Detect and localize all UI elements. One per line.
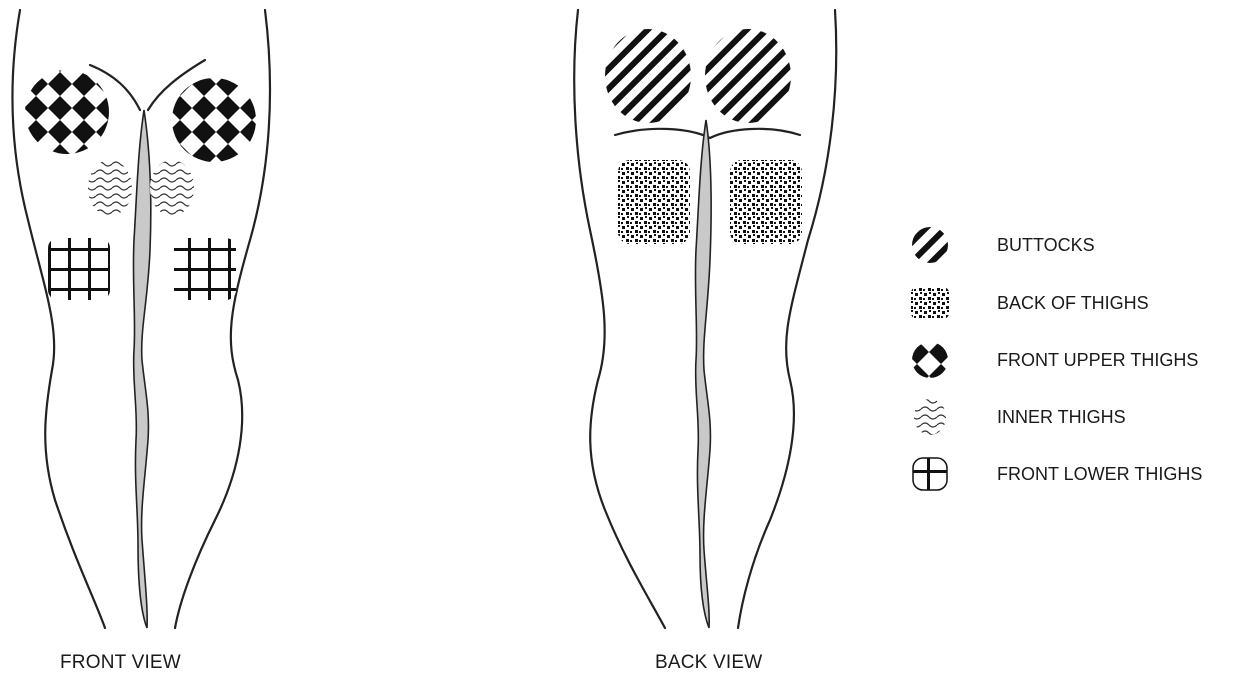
wave-swatch-icon <box>905 397 955 437</box>
front-inner-gap <box>133 110 150 628</box>
legend-label-front-lower-thighs: FRONT LOWER THIGHS <box>997 464 1202 485</box>
checker-swatch-icon <box>905 340 955 380</box>
legend-label-back-of-thighs: BACK OF THIGHS <box>997 293 1149 314</box>
buttock-right-zone <box>705 29 791 123</box>
dots-swatch-icon <box>905 283 955 323</box>
inner-thigh-right-zone <box>150 160 194 216</box>
legend-label-buttocks: BUTTOCKS <box>997 235 1095 256</box>
back-thigh-right-zone <box>730 160 802 244</box>
front-lower-thigh-right-zone <box>174 238 236 300</box>
front-view-label: FRONT VIEW <box>60 652 181 674</box>
legend-item-front-upper-thighs: FRONT UPPER THIGHS <box>905 340 1250 380</box>
buttock-left-zone <box>605 29 691 123</box>
legend-label-front-upper-thighs: FRONT UPPER THIGHS <box>997 350 1198 371</box>
legend-item-buttocks: BUTTOCKS <box>905 225 1250 265</box>
front-upper-thigh-left-zone <box>25 70 109 154</box>
legend-item-inner-thighs: INNER THIGHS <box>905 397 1250 437</box>
legend-label-inner-thighs: INNER THIGHS <box>997 407 1126 428</box>
front-upper-thigh-right-zone <box>172 78 256 162</box>
grid-swatch-icon <box>905 454 955 494</box>
back-inner-gap <box>695 120 711 628</box>
back-view-label: BACK VIEW <box>655 652 762 674</box>
back-thigh-left-zone <box>618 160 690 244</box>
legend-item-front-lower-thighs: FRONT LOWER THIGHS <box>905 454 1250 494</box>
stripes-swatch-icon <box>905 225 955 265</box>
inner-thigh-left-zone <box>88 160 132 216</box>
legend-item-back-of-thighs: BACK OF THIGHS <box>905 283 1250 323</box>
front-lower-thigh-left-zone <box>48 238 110 300</box>
